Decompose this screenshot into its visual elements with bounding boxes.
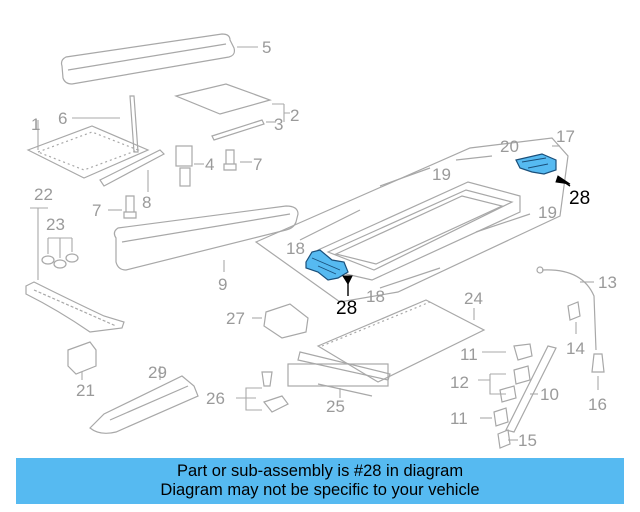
deflector-22 xyxy=(25,281,125,333)
label-11b: 11 xyxy=(450,409,468,428)
clip-23b xyxy=(53,259,67,269)
highlight-part-28-right xyxy=(515,153,557,175)
clip-11b xyxy=(493,407,509,427)
label-1: 1 xyxy=(31,115,40,134)
highlight-part-28-left xyxy=(305,249,349,281)
banner-line-1: Part or sub-assembly is #28 in diagram xyxy=(176,462,464,480)
clip-12b xyxy=(499,385,517,403)
label-7b: 7 xyxy=(92,201,101,220)
label-2: 2 xyxy=(290,106,299,125)
label-14: 14 xyxy=(566,339,585,358)
label-20: 20 xyxy=(500,137,519,156)
label-19b: 19 xyxy=(538,203,557,222)
clip-15 xyxy=(497,429,511,449)
label-7a: 7 xyxy=(253,155,262,174)
info-banner: Part or sub-assembly is #28 in diagram D… xyxy=(16,458,624,504)
label-17: 17 xyxy=(556,127,575,146)
label-26: 26 xyxy=(206,389,225,408)
rail-8 xyxy=(99,149,165,187)
label-18b: 18 xyxy=(366,287,385,306)
label-28-right: 28 xyxy=(569,188,590,209)
label-12: 12 xyxy=(450,373,469,392)
label-6: 6 xyxy=(58,109,67,128)
cable-13 xyxy=(541,269,597,351)
trim-29 xyxy=(89,375,199,434)
label-10: 10 xyxy=(540,385,559,404)
label-13: 13 xyxy=(598,273,617,292)
label-23: 23 xyxy=(46,215,65,234)
rail-25 xyxy=(297,351,391,381)
label-8: 8 xyxy=(142,193,151,212)
label-21: 21 xyxy=(76,381,95,400)
label-18a: 18 xyxy=(286,239,305,258)
strip-3 xyxy=(211,119,265,141)
screw-26 xyxy=(261,371,273,387)
label-4: 4 xyxy=(205,155,214,174)
banner-line-2: Diagram may not be specific to your vehi… xyxy=(160,481,480,499)
clip-14 xyxy=(567,301,581,321)
seal-9 xyxy=(113,205,299,271)
bracket-4 xyxy=(175,145,193,167)
label-11a: 11 xyxy=(460,345,478,364)
label-9: 9 xyxy=(218,275,227,294)
parts-diagram: 5 2 3 1 6 8 4 7 7 9 22 23 21 29 xyxy=(25,33,617,450)
motor-27 xyxy=(263,303,309,339)
glass-panel-5 xyxy=(60,33,236,85)
label-15: 15 xyxy=(518,431,537,450)
clip-12a xyxy=(513,365,531,385)
clip-23a xyxy=(41,255,55,265)
shade-24 xyxy=(316,299,486,383)
label-29: 29 xyxy=(148,363,167,382)
bracket-26 xyxy=(262,395,289,413)
clip-23c xyxy=(65,253,79,263)
label-24: 24 xyxy=(464,289,483,308)
rod-6 xyxy=(129,95,139,153)
tube-10 xyxy=(505,345,557,433)
label-28-left: 28 xyxy=(336,298,357,319)
grommet-16 xyxy=(591,353,605,373)
label-19a: 19 xyxy=(432,165,451,184)
screw-7a xyxy=(223,149,237,171)
glass-1 xyxy=(26,125,150,179)
label-22: 22 xyxy=(34,185,53,204)
label-3: 3 xyxy=(274,115,283,134)
screw-7b xyxy=(123,195,137,219)
label-16: 16 xyxy=(588,395,607,414)
label-25: 25 xyxy=(326,397,345,416)
bracket-21 xyxy=(67,341,97,375)
clip-11a xyxy=(513,343,533,361)
label-27: 27 xyxy=(226,309,245,328)
frame-outline-17 xyxy=(254,137,569,303)
label-5: 5 xyxy=(262,38,271,57)
shade-panel-2 xyxy=(174,83,272,115)
